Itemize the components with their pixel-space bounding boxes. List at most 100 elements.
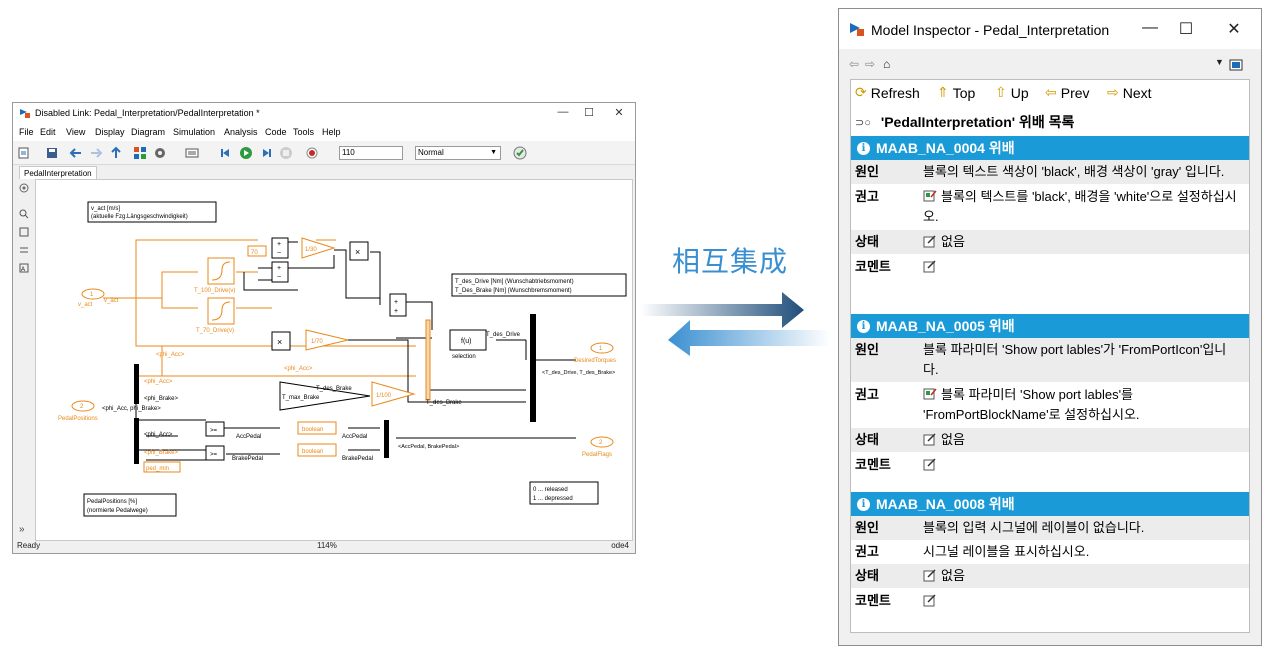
relational-operator-2[interactable] <box>205 445 225 461</box>
menu-code[interactable]: Code <box>265 127 287 137</box>
back-arrow-icon[interactable]: ⇦ <box>849 57 860 71</box>
view-options-icon[interactable] <box>1229 59 1243 71</box>
sum-block-2[interactable] <box>271 261 289 283</box>
edit-icon[interactable] <box>923 259 937 273</box>
edit-icon[interactable] <box>923 432 937 446</box>
sum-block-3[interactable] <box>389 293 407 317</box>
up-arrow-icon[interactable] <box>109 146 123 160</box>
product-block-1[interactable] <box>349 241 369 261</box>
tab-pedal-interpretation[interactable]: PedalInterpretation <box>19 166 97 179</box>
model-advisor-check-icon[interactable] <box>513 146 527 160</box>
run-icon[interactable] <box>239 146 253 160</box>
rule-header[interactable]: i MAAB_NA_0005 위배 <box>851 314 1249 338</box>
lookup-table-2[interactable] <box>207 297 235 325</box>
forward-arrow-icon[interactable]: ⇨ <box>865 57 876 71</box>
up-button[interactable]: ⇧Up <box>995 84 1029 101</box>
label-cause: 원인 <box>855 520 879 535</box>
simulation-mode-select[interactable]: Normal▼ <box>415 146 501 160</box>
menu-view[interactable]: View <box>66 127 86 137</box>
inspector-maximize-button[interactable]: ☐ <box>1178 21 1194 38</box>
zoom-icon[interactable] <box>19 209 29 219</box>
fcn-block[interactable] <box>449 329 487 351</box>
edit-icon[interactable] <box>923 457 937 471</box>
constant-ped-min[interactable] <box>143 461 181 473</box>
inport-1[interactable] <box>81 288 105 300</box>
hide-palette-icon[interactable] <box>19 183 29 193</box>
lookup-t-max-brake-label: T_max_Brake <box>282 395 320 401</box>
dropdown-chevron-icon[interactable]: ▼ <box>1215 57 1224 67</box>
info-icon: i <box>857 319 870 333</box>
outport-1-label: DesiredTorques <box>574 358 616 364</box>
menu-diagram[interactable]: Diagram <box>131 127 166 137</box>
menu-tools[interactable]: Tools <box>293 127 315 137</box>
forward-arrow-icon[interactable] <box>89 146 103 160</box>
bus-creator-2[interactable] <box>384 420 389 458</box>
menu-file[interactable]: File <box>19 127 34 137</box>
settings-gear-icon[interactable] <box>153 146 167 160</box>
conversion-boolean-2[interactable] <box>297 443 337 457</box>
inspector-title: Model Inspector - Pedal_Interpretation <box>871 22 1110 38</box>
rule-id: MAAB_NA_0005 위배 <box>876 318 1015 334</box>
maximize-button[interactable]: ☐ <box>584 107 594 119</box>
fix-icon[interactable] <box>923 387 937 401</box>
step-back-icon[interactable] <box>219 146 233 160</box>
recommendation-text: 블록의 텍스트를 'black', 배경을 'white'으로 설정하십시오. <box>923 189 1237 224</box>
edit-icon[interactable] <box>923 593 937 607</box>
mux-block-orange[interactable] <box>425 319 431 401</box>
bus-creator-1[interactable] <box>530 314 536 422</box>
product-block-2[interactable] <box>271 331 291 351</box>
home-icon[interactable]: ⌂ <box>883 57 891 71</box>
menu-edit[interactable]: Edit <box>40 127 56 137</box>
bus-selector-1[interactable] <box>134 364 139 404</box>
annotation-icon[interactable]: A <box>19 263 29 273</box>
gain-130-block[interactable] <box>301 237 336 259</box>
gain-170-block[interactable] <box>305 329 349 351</box>
record-icon[interactable] <box>305 146 319 160</box>
sum-block-1[interactable] <box>271 237 289 259</box>
edit-icon[interactable] <box>923 568 937 582</box>
menu-help[interactable]: Help <box>322 127 341 137</box>
inspector-minimize-button[interactable]: — <box>1142 19 1158 36</box>
lookup-t-max-brake[interactable] <box>279 381 371 411</box>
expand-palette-icon[interactable]: » <box>19 524 25 535</box>
model-explorer-icon[interactable] <box>185 146 199 160</box>
stop-icon[interactable] <box>279 146 293 160</box>
library-browser-icon[interactable] <box>133 146 147 160</box>
prev-button[interactable]: ⇦Prev <box>1045 84 1090 101</box>
menu-simulation[interactable]: Simulation <box>173 127 216 137</box>
back-arrow-icon[interactable] <box>69 146 83 160</box>
conversion-boolean-1[interactable] <box>297 421 337 435</box>
signal-routing-icon[interactable] <box>19 245 29 255</box>
lookup-table-1[interactable] <box>207 257 235 285</box>
bus-selector-2[interactable] <box>134 418 139 464</box>
outport-1[interactable] <box>590 342 614 354</box>
relational-operator-1[interactable] <box>205 421 225 437</box>
fix-icon[interactable] <box>923 189 937 203</box>
close-button[interactable]: ✕ <box>614 107 624 119</box>
menu-display[interactable]: Display <box>95 127 125 137</box>
note-pedal-positions-line1: PedalPositions [%] <box>87 499 137 505</box>
minimize-button[interactable]: — <box>557 106 569 118</box>
note-torques-line1: T_des_Drive [Nm] (Wunschabtriebsmoment) <box>455 279 574 285</box>
save-icon[interactable] <box>45 146 59 160</box>
refresh-button[interactable]: ⟳Refresh <box>855 84 920 101</box>
gain-1100-block[interactable] <box>371 381 416 407</box>
inspector-close-button[interactable]: ✕ <box>1227 21 1241 38</box>
fcn-block-expression: f(u) <box>461 338 472 345</box>
step-forward-icon[interactable] <box>259 146 273 160</box>
fit-to-view-icon[interactable] <box>19 227 29 237</box>
stop-time-input[interactable]: 110 <box>339 146 403 160</box>
signal-brakepedal-1: BrakePedal <box>232 456 263 462</box>
new-model-icon[interactable] <box>17 146 31 160</box>
top-button[interactable]: ⇑Top <box>937 84 975 101</box>
inport-2[interactable] <box>71 400 95 412</box>
constant-70-block[interactable] <box>247 245 267 257</box>
diagram-canvas[interactable]: v_act [m/s] (aktuelle Fzg.Längsgeschwind… <box>35 179 633 541</box>
edit-icon[interactable] <box>923 234 937 248</box>
menu-analysis[interactable]: Analysis <box>224 127 258 137</box>
outport-2[interactable] <box>590 436 614 448</box>
next-button[interactable]: ⇨Next <box>1107 84 1152 101</box>
